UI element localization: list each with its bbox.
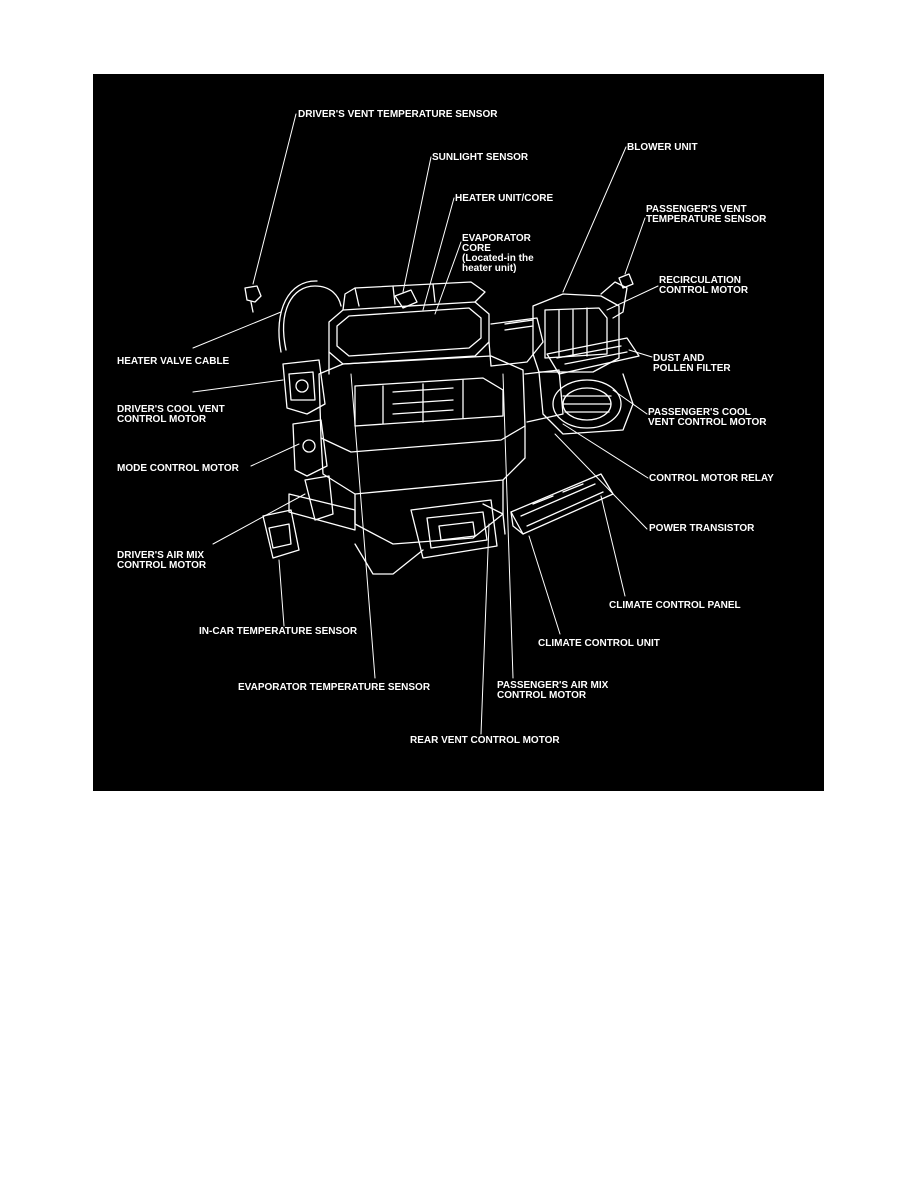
label-in-car-temperature-sensor: IN-CAR TEMPERATURE SENSOR — [199, 626, 358, 637]
label-climate-control-panel: CLIMATE CONTROL PANEL — [609, 600, 741, 611]
label-drivers-vent-temperature-sensor: DRIVER'S VENT TEMPERATURE SENSOR — [298, 109, 498, 120]
left-motor-cluster-drawing — [282, 359, 334, 521]
label-blower-unit: BLOWER UNIT — [627, 142, 698, 153]
hvac-diagram-panel: DRIVER'S VENT TEMPERATURE SENSOR SUNLIGH… — [93, 74, 824, 791]
control-panel-icon — [510, 473, 614, 535]
label-sunlight-sensor: SUNLIGHT SENSOR — [432, 152, 529, 163]
in-car-sensor-drawing — [262, 509, 300, 559]
label-drivers-air-mix-control-motor: DRIVER'S AIR MIX CONTROL MOTOR — [117, 550, 207, 571]
recirculation-motor-drawing — [600, 281, 628, 319]
hvac-assembly-drawing — [192, 113, 659, 735]
floor-duct-drawing — [288, 493, 506, 575]
label-climate-control-unit: CLIMATE CONTROL UNIT — [538, 638, 660, 649]
label-heater-unit-core: HEATER UNIT/CORE — [455, 193, 554, 204]
label-passengers-cool-vent-control-motor: PASSENGER'S COOL VENT CONTROL MOTOR — [648, 407, 767, 428]
label-rear-vent-control-motor: REAR VENT CONTROL MOTOR — [410, 735, 560, 746]
dust-pollen-filter-drawing — [546, 337, 640, 375]
label-passengers-air-mix-control-motor: PASSENGER'S AIR MIX CONTROL MOTOR — [497, 680, 609, 701]
label-evaporator-core: EVAPORATOR CORE (Located-in the heater u… — [462, 233, 534, 274]
label-heater-valve-cable: HEATER VALVE CABLE — [117, 356, 230, 367]
label-recirculation-control-motor: RECIRCULATION CONTROL MOTOR — [659, 275, 749, 296]
heater-unit-core-drawing — [328, 281, 492, 375]
label-power-transistor: POWER TRANSISTOR — [649, 523, 755, 534]
label-evaporator-temperature-sensor: EVAPORATOR TEMPERATURE SENSOR — [238, 682, 431, 693]
blower-housing-icon — [504, 293, 634, 435]
sensor-icon — [244, 273, 634, 313]
leader-lines — [192, 113, 659, 735]
label-drivers-cool-vent-control-motor: DRIVER'S COOL VENT CONTROL MOTOR — [117, 404, 225, 425]
label-dust-and-pollen-filter: DUST AND POLLEN FILTER — [653, 353, 731, 374]
evaporator-housing-drawing — [318, 355, 526, 545]
label-mode-control-motor: MODE CONTROL MOTOR — [117, 463, 239, 474]
label-control-motor-relay: CONTROL MOTOR RELAY — [649, 473, 774, 484]
heater-valve-cable-drawing — [282, 285, 342, 351]
label-passengers-vent-temperature-sensor: PASSENGER'S VENT TEMPERATURE SENSOR — [646, 204, 767, 225]
